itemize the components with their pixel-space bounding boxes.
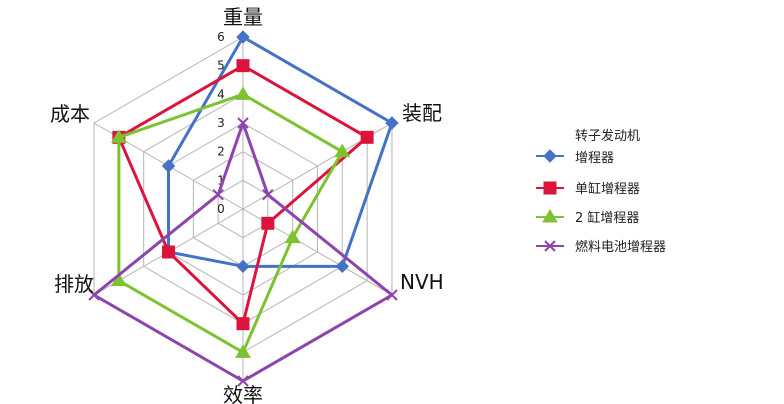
legend-swatch-marker-4 [544,240,556,252]
series-4-point-1 [237,117,249,129]
axis-label-emission: 排放 [54,272,94,296]
legend-item-3: 2 缸增程器 [536,209,639,226]
legend-swatch-marker-3 [542,209,558,223]
legend-swatch-marker-1 [543,149,557,163]
series-4-point-1-stroke-b [237,117,249,129]
legend-item-4: 燃料电池增程器 [536,239,666,255]
series-2-point-3 [261,216,275,230]
series-3-point-1 [235,86,251,100]
series-4-point-4 [237,375,249,387]
tick-label-0: 0 [217,202,225,216]
series-4-point-6 [212,188,224,201]
series-4-point-5 [88,289,100,301]
series-2-point-1 [236,59,250,73]
axis-label-cost: 成本 [50,102,90,126]
series-3-point-2 [334,143,351,158]
tick-label-3: 3 [217,116,225,130]
series-2-point-2 [360,130,374,144]
series-4-point-2-stroke-b [262,188,274,201]
legend-label-4-1: 燃料电池增程器 [575,239,666,255]
axis-label-efficiency: 效率 [223,383,263,404]
series-1-point-2 [385,116,399,130]
tick-label-5: 5 [217,59,225,73]
series-4-point-5-stroke-b [88,289,100,301]
series-4 [88,117,398,387]
tick-label-4: 4 [217,87,225,101]
series-3-point-4 [235,344,251,358]
tick-label-2: 2 [217,145,225,159]
legend-swatch-marker-2 [543,181,557,195]
series-1 [161,30,399,274]
series-3-point-3 [284,229,301,244]
series-2-point-4 [236,317,250,331]
series-4-point-3 [386,289,398,301]
axis-label-assembly: 装配 [402,101,442,125]
axis-labels: 重量 装配 NVH 效率 排放 成本 [50,5,444,404]
series-1-point-6 [161,159,176,173]
legend-label-3-1: 2 缸增程器 [575,210,639,226]
axis-label-weight: 重量 [223,5,263,29]
series-4-point-4-stroke-b [237,375,249,387]
legend-label-2-1: 单缸增程器 [575,181,640,197]
series-3-point-6 [110,129,127,143]
legend-item-2: 单缸增程器 [536,181,640,197]
series-4-point-6-stroke-b [212,188,224,201]
radial-tick-labels: 0 1 2 3 4 5 6 [217,30,225,216]
series-4-point-3-stroke-b [386,289,398,301]
legend-swatch-marker-4-stroke-b [544,240,556,252]
series-3 [110,86,351,358]
tick-label-1: 1 [217,173,225,187]
series-layer [88,30,399,387]
series-4-point-2 [262,188,274,201]
tick-label-6: 6 [217,30,225,44]
series-2-point-5 [162,245,176,259]
series-1-point-1 [236,30,250,44]
legend-label-1-2: 增程器 [575,151,614,166]
axis-label-nvh: NVH [400,270,444,294]
series-1-point-3 [335,259,350,274]
series-1-line [167,35,394,268]
series-1-point-4 [236,259,250,274]
legend-label-1-1: 转子发动机 [575,128,640,144]
